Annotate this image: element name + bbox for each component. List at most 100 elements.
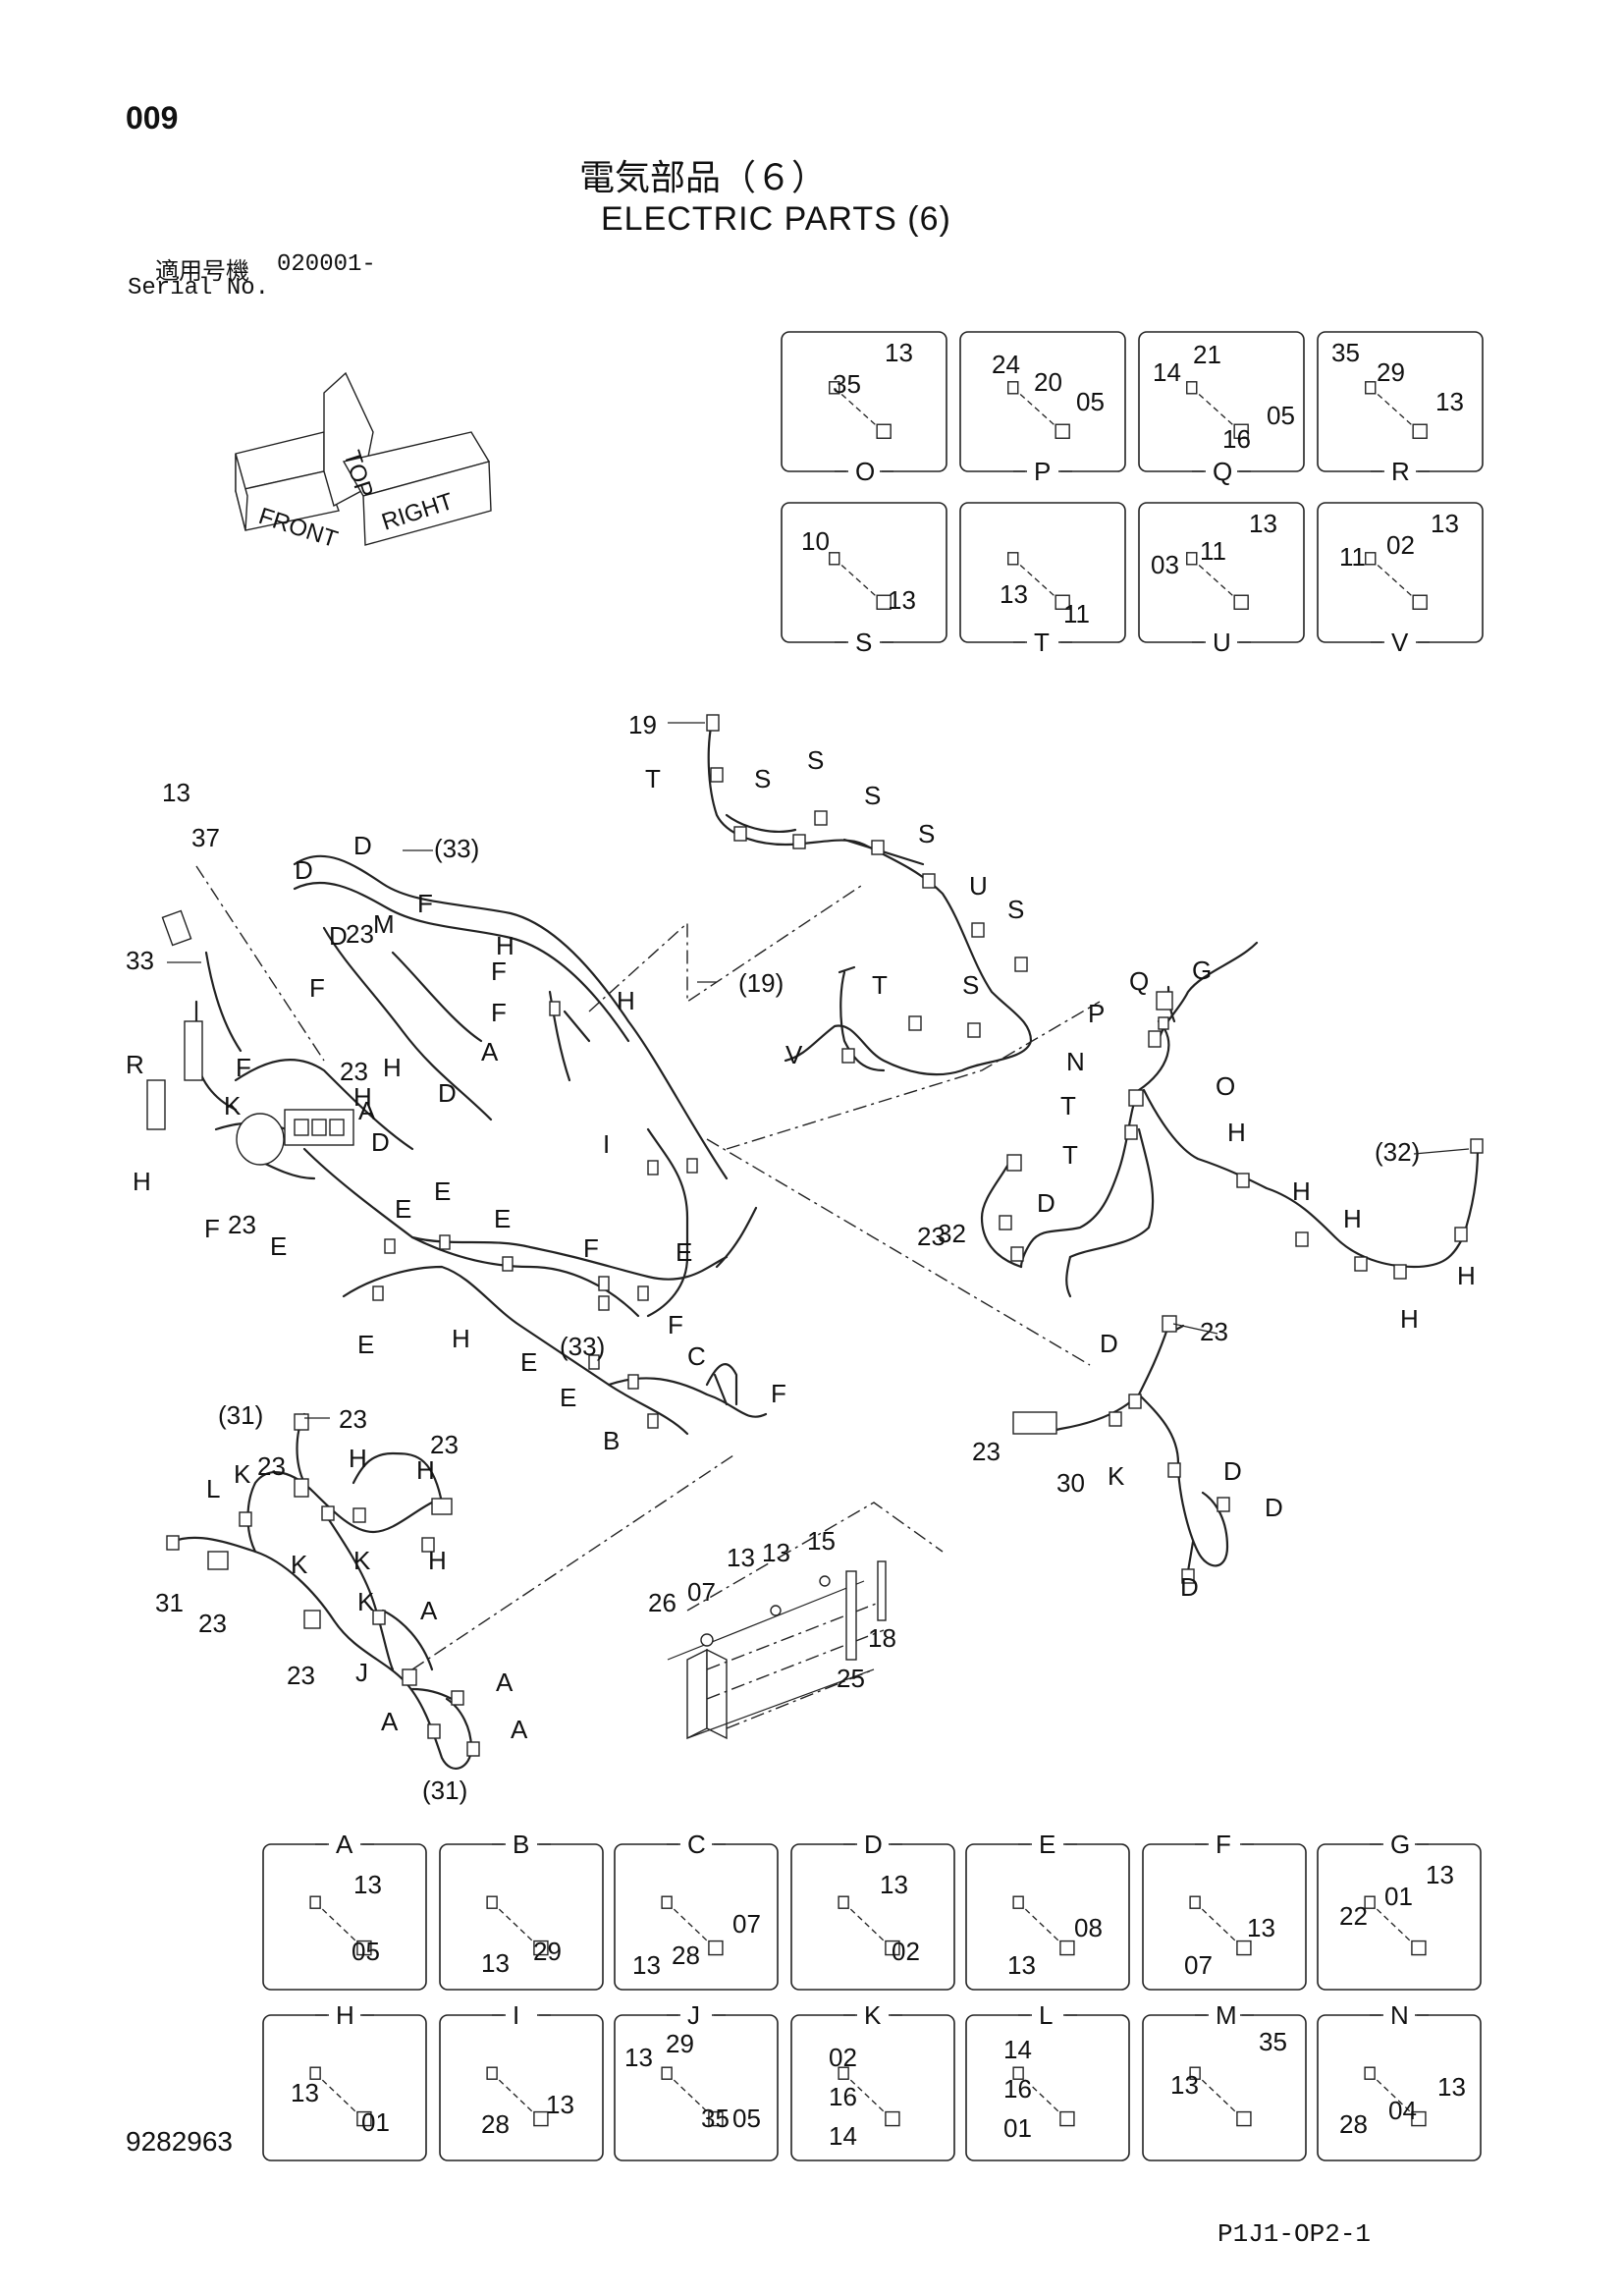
detail-box-letter: E: [1039, 1830, 1055, 1859]
callout-harness-33: F: [236, 1053, 251, 1082]
detail-box-a-label: 05: [352, 1937, 380, 1966]
detail-box-letter: R: [1391, 457, 1410, 486]
callout-bracket: 07: [687, 1577, 716, 1607]
detail-box-h-label: 01: [361, 2107, 390, 2137]
detail-box-q-label: 16: [1222, 424, 1251, 454]
detail-box-j-label: 05: [732, 2104, 761, 2133]
callout-harness-30: 23: [972, 1437, 1001, 1466]
callout-harness-32: 32: [938, 1219, 966, 1248]
detail-box-letter: C: [687, 1830, 706, 1859]
callout-harness-33: D: [329, 921, 348, 951]
detail-box-b-label: 13: [481, 1948, 510, 1978]
callout-harness-31: 23: [430, 1430, 459, 1459]
callout-bracket: 13: [727, 1543, 755, 1572]
callout-harness-32: (32): [1375, 1137, 1420, 1167]
detail-box-l-label: 16: [1003, 2074, 1032, 2104]
callout-harness-33: A: [358, 1096, 376, 1125]
callout-harness-33: F: [491, 998, 507, 1027]
callout-harness-33: E: [560, 1383, 576, 1412]
callout-harness-32: H: [1457, 1261, 1476, 1290]
detail-box-n-label: 04: [1388, 2096, 1417, 2125]
detail-box-k-label: 02: [829, 2043, 857, 2072]
callout-harness-32: H: [1400, 1304, 1419, 1334]
callout-harness-32: H: [1227, 1118, 1246, 1147]
callout-harness-33: M: [373, 909, 395, 939]
callout-harness-30: 30: [1056, 1468, 1085, 1498]
detail-box-u-label: 11: [1200, 536, 1226, 566]
callout-harness-33: B: [603, 1426, 620, 1455]
callout-harness-33: 23: [228, 1210, 256, 1239]
callout-harness-33: H: [496, 931, 514, 960]
title-japanese: 電気部品（６）: [579, 158, 828, 198]
callout-harness-33: F: [771, 1379, 786, 1408]
callout-harness-32: H: [1292, 1176, 1311, 1206]
harness-main-33: [146, 854, 1101, 1670]
callout-harness-31: A: [381, 1707, 399, 1736]
detail-box-l-label: 01: [1003, 2113, 1032, 2143]
callout-harness-32: T: [1062, 1140, 1078, 1170]
callout-harness-30: D: [1265, 1493, 1283, 1522]
detail-box-a-label: 13: [353, 1870, 382, 1899]
callout-harness-31: 31: [155, 1588, 184, 1617]
detail-box-q-label: 05: [1267, 401, 1295, 430]
callout-harness-33: I: [603, 1129, 610, 1159]
detail-box-letter: S: [855, 628, 872, 657]
callout-harness-19: U: [969, 871, 988, 901]
detail-box-u-label: 03: [1151, 550, 1179, 579]
callout-bracket: 18: [868, 1623, 896, 1653]
callout-bracket: 13: [762, 1538, 790, 1567]
callout-harness-33: E: [520, 1347, 537, 1377]
detail-box-letter: I: [513, 2000, 519, 2030]
callout-harness-33: H: [353, 1082, 372, 1112]
callout-harness-31: K: [234, 1459, 251, 1489]
serial-label-japanese: 適用号機: [155, 257, 249, 285]
callout-harness-31: A: [496, 1667, 514, 1697]
detail-box-i-label: 13: [546, 2090, 574, 2119]
detail-boxes-top: O3513P242005Q14211605R352913S1013T1311U0…: [781, 331, 1484, 657]
detail-box-s-label: 13: [888, 585, 916, 615]
callout-harness-31: (31): [218, 1400, 263, 1430]
callout-harness-33: E: [357, 1330, 374, 1359]
callout-harness-33: D: [353, 831, 372, 860]
callout-harness-31: K: [357, 1587, 375, 1616]
callout-harness-33: 23: [340, 1057, 368, 1086]
callout-bracket: 25: [837, 1664, 865, 1693]
detail-box-a: A13 05: [262, 1830, 427, 1991]
detail-box-t-label: 11: [1063, 599, 1090, 629]
callout-harness-33: F: [668, 1310, 683, 1339]
callout-harness-33: D: [438, 1078, 457, 1108]
detail-box-q-label: 21: [1193, 340, 1221, 369]
detail-box-i-label: 28: [481, 2109, 510, 2139]
callout-harness-19: S: [1007, 895, 1024, 924]
detail-box-n-label: 28: [1339, 2109, 1368, 2139]
serial-label-english: Serial No.: [128, 275, 270, 301]
callout-harness-33: H: [133, 1167, 151, 1196]
callout-harness-31: K: [291, 1550, 308, 1579]
callout-harness-32: Q: [1129, 966, 1149, 996]
callout-harness-33: 13: [162, 778, 190, 807]
callout-harness-32: P: [1088, 999, 1105, 1028]
detail-box-g-label: 01: [1384, 1882, 1413, 1911]
callout-harness-19: T: [645, 764, 661, 793]
detail-box-i: I 28 13: [439, 2000, 604, 2161]
detail-box-g-label: 13: [1426, 1860, 1454, 1889]
detail-box-f-label: 07: [1184, 1950, 1213, 1980]
callout-harness-33: C: [687, 1341, 706, 1371]
callout-harness-32: G: [1192, 956, 1212, 985]
detail-box-j-label: 35: [701, 2104, 730, 2133]
drawing-number: 9282963: [126, 2126, 234, 2157]
callout-harness-33: H: [617, 986, 635, 1015]
detail-box-letter: A: [336, 1830, 353, 1859]
detail-box-v-label: 13: [1431, 509, 1459, 538]
callout-harness-31: J: [355, 1658, 368, 1687]
detail-box-letter: D: [864, 1830, 883, 1859]
callout-harness-33: E: [395, 1194, 411, 1224]
